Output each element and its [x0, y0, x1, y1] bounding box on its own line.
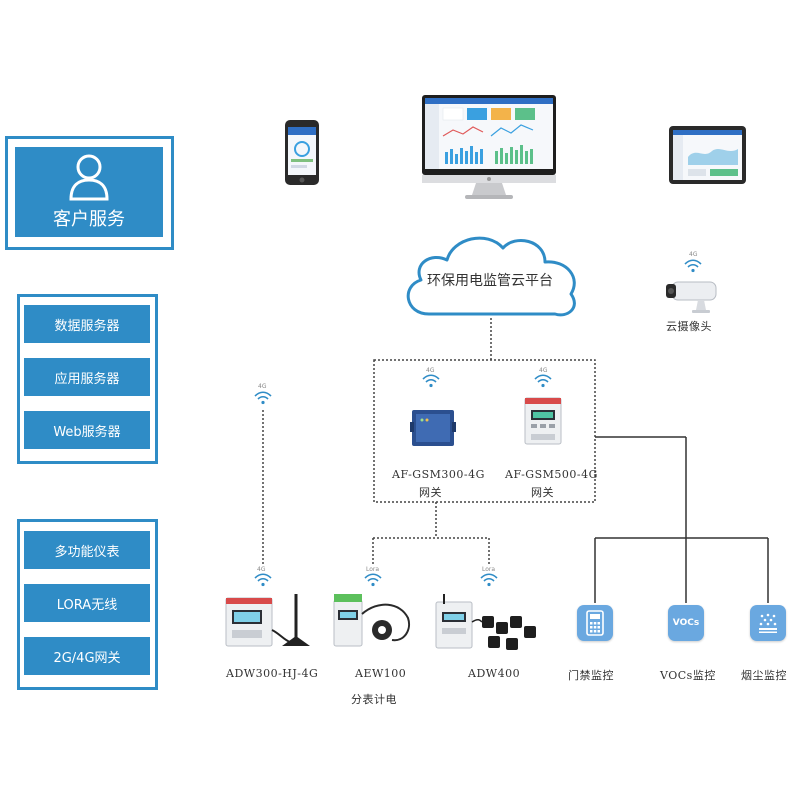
gateway1-label: AF-GSM300-4G [392, 468, 485, 481]
dust-icon[interactable] [750, 605, 786, 641]
meter2-signal-label: Lora [366, 566, 380, 573]
tall-signal-label: 4G [258, 383, 267, 390]
multifunction-meter-button[interactable]: 多功能仪表 [24, 531, 150, 569]
customer-service-box[interactable]: 客户服务 [15, 147, 163, 237]
gateway1-signal-label: 4G [426, 367, 435, 374]
meter2-label: AEW100 [355, 667, 407, 680]
tablet-icon [669, 126, 746, 184]
access-control-icon[interactable] [577, 605, 613, 641]
dust-glyph [759, 613, 777, 633]
server-group [17, 294, 158, 464]
desktop-monitor-icon [422, 95, 556, 199]
meter-adw300-icon [225, 594, 310, 647]
meter1-signal-label: 4G [257, 566, 266, 573]
gateway2-signal-label: 4G [539, 367, 548, 374]
sensor1-label: 门禁监控 [568, 669, 614, 682]
meter3-label: ADW400 [468, 667, 521, 680]
gateway2-sub-label: 网关 [531, 486, 554, 499]
gateway-group-box [373, 359, 596, 503]
wifi-icon [480, 573, 498, 587]
sensor2-label: VOCs监控 [660, 669, 716, 682]
wifi-icon [254, 573, 272, 587]
user-icon [69, 154, 109, 201]
device-group [17, 519, 158, 690]
meter-adw400-icon [435, 594, 536, 650]
customer-service-group [5, 136, 174, 250]
wifi-icon [254, 391, 272, 405]
gateway-2g4g-button[interactable]: 2G/4G网关 [24, 637, 150, 675]
wifi-icon [684, 259, 702, 273]
gateway2-label: AF-GSM500-4G [505, 468, 598, 481]
customer-service-label: 客户服务 [53, 209, 125, 230]
camera-label: 云摄像头 [666, 320, 712, 333]
gateway-gsm500-icon [524, 397, 562, 445]
vocs-icon-text: VOCs [672, 618, 700, 628]
vocs-icon[interactable]: VOCs [668, 605, 704, 641]
gateway1-sub-label: 网关 [419, 486, 442, 499]
cloud-platform-label: 环保用电监管云平台 [427, 273, 553, 289]
lora-wireless-button[interactable]: LORA无线 [24, 584, 150, 622]
data-server-button[interactable]: 数据服务器 [24, 305, 150, 343]
app-server-button[interactable]: 应用服务器 [24, 358, 150, 396]
meter1-label: ADW300-HJ-4G [226, 667, 319, 680]
meter3-signal-label: Lora [482, 566, 496, 573]
access-control-glyph [586, 610, 604, 636]
camera-icon [666, 281, 717, 313]
wifi-icon [422, 374, 440, 388]
camera-signal-label: 4G [689, 251, 698, 258]
gateway-gsm300-icon [410, 410, 456, 446]
meter2-sub-label: 分表计电 [351, 693, 397, 706]
web-server-button[interactable]: Web服务器 [24, 411, 150, 449]
sensor3-label: 烟尘监控 [741, 669, 787, 682]
mobile-phone-icon [285, 120, 319, 185]
meter-aew100-icon [333, 594, 410, 647]
wifi-icon [364, 573, 382, 587]
cloud-icon [406, 236, 576, 317]
wifi-icon [534, 374, 552, 388]
